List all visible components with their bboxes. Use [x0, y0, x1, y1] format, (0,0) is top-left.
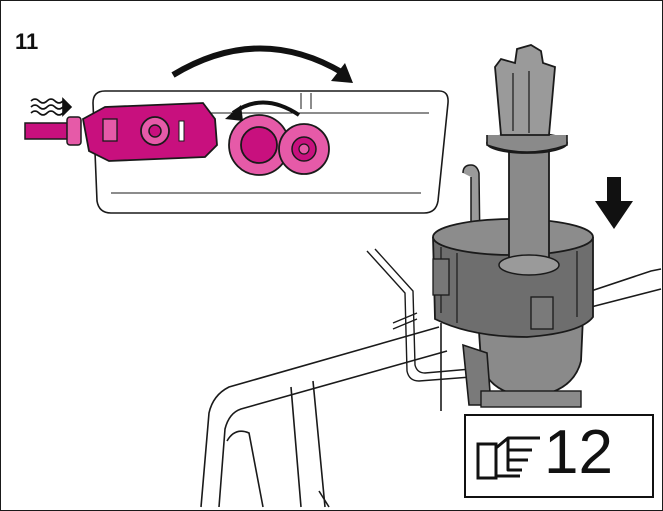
next-step-reference: 12 [464, 414, 654, 498]
pointing-hand-icon [476, 436, 540, 480]
water-flow-icon [30, 97, 73, 117]
step-number: 11 [15, 29, 39, 54]
push-down-arrow-icon [595, 177, 633, 229]
valve-stem [494, 44, 556, 136]
next-step-number: 12 [544, 418, 613, 487]
flush-valve [432, 44, 594, 408]
rotate-arrow-head [331, 63, 353, 83]
rotate-arrow-icon [171, 45, 345, 78]
float-rod [366, 248, 472, 382]
supply-hose [24, 122, 74, 140]
detail-inset [24, 45, 449, 214]
valve-shaft [508, 144, 550, 266]
cistern [200, 268, 662, 508]
